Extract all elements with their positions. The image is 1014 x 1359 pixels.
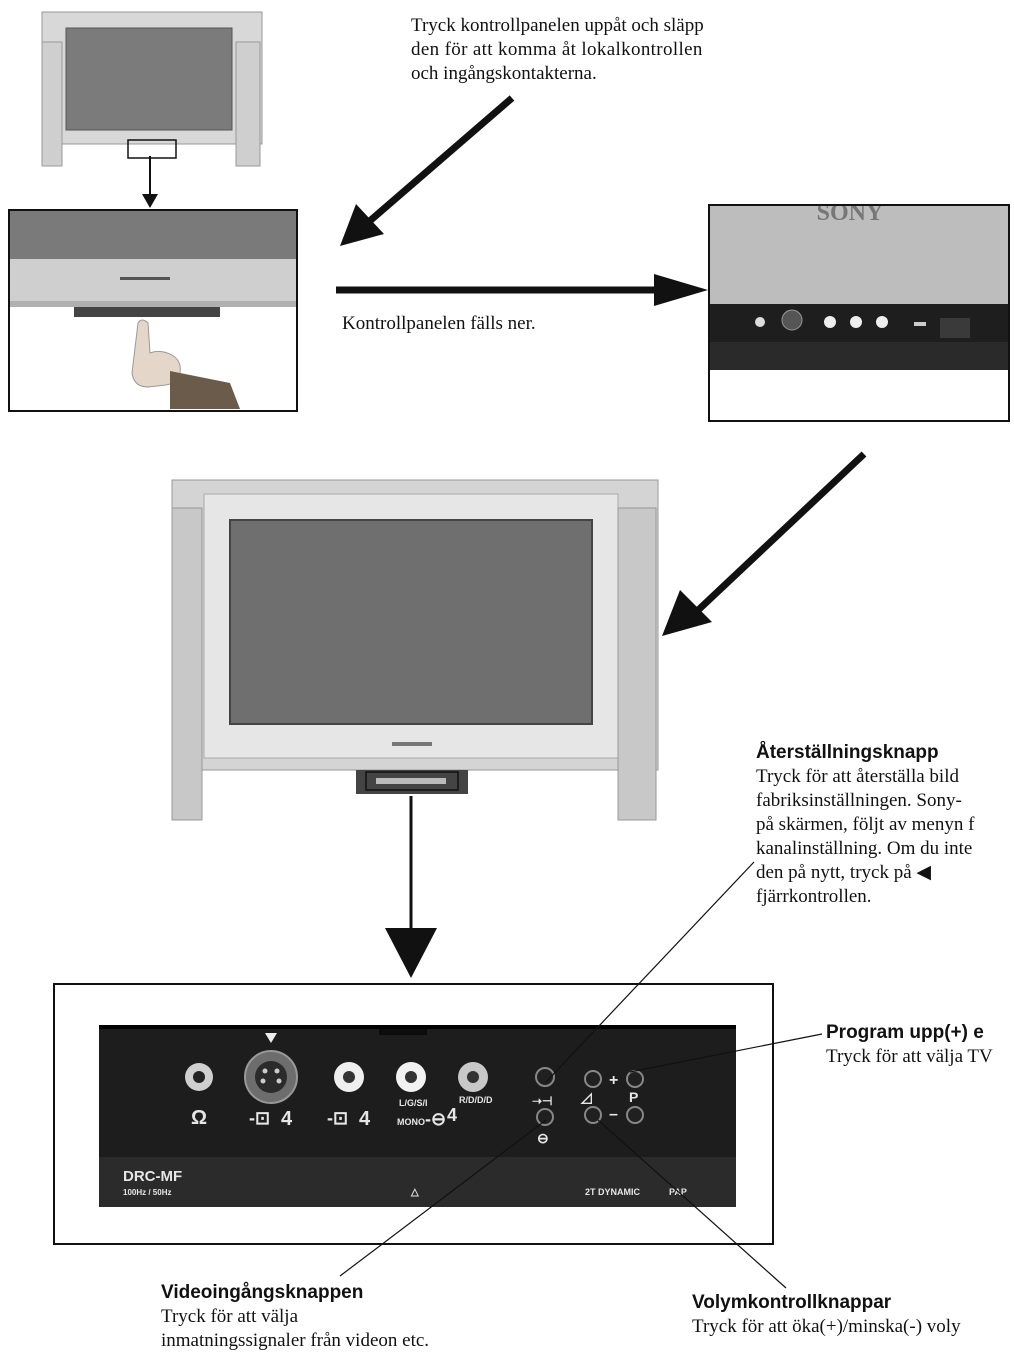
- audio-input-icon: -⊖: [425, 1109, 446, 1129]
- program-title: Program upp(+) e: [826, 1022, 984, 1043]
- volume-down-button[interactable]: [584, 1106, 602, 1124]
- reset-description: Återställningsknapp Tryck för att återst…: [756, 741, 1014, 909]
- program-label: P: [629, 1089, 638, 1105]
- diagonal-arrow-upper: [338, 94, 518, 250]
- reset-line-3: på skärmen, följt av menyn f: [756, 814, 975, 835]
- audio-left-label: L/G/S/I: [399, 1098, 428, 1108]
- center-mark-icon: △: [410, 1187, 419, 1198]
- reset-line-6: fjärrkontrollen.: [756, 886, 872, 907]
- top-instruction-line-1: Tryck kontrollpanelen uppåt och släpp: [411, 15, 704, 36]
- dynamic-label: 2T DYNAMIC: [585, 1187, 641, 1197]
- video-number: 4: [359, 1108, 371, 1130]
- program-up-button[interactable]: [626, 1070, 644, 1088]
- reset-line-5: den på nytt, tryck på ◀: [756, 862, 932, 883]
- video-input-icon: -⊡: [327, 1108, 348, 1128]
- program-text: Tryck för att välja TV: [826, 1046, 993, 1067]
- large-tv-illustration: [170, 478, 660, 822]
- program-down-button[interactable]: [626, 1106, 644, 1124]
- small-tv-illustration: [38, 8, 266, 168]
- top-instruction-line-2: den för att komma åt lokalkontrollen: [411, 39, 703, 60]
- input-select-button[interactable]: [536, 1108, 554, 1126]
- headphone-icon: Ω: [191, 1107, 207, 1129]
- down-arrow-small: [140, 156, 160, 210]
- plus-label: +: [609, 1072, 618, 1089]
- top-instruction: Tryck kontrollpanelen uppåt och släpp de…: [411, 14, 791, 86]
- down-arrow-large: [383, 796, 439, 980]
- control-panel: Ω -⊡ 4 -⊡ 4 L/G/S/I MONO -⊖ 4 R/D/D/D: [99, 1025, 736, 1207]
- reset-line-2: fabriksinställningen. Sony-: [756, 790, 962, 811]
- audio-right-label: R/D/D/D: [459, 1095, 493, 1105]
- reset-line-4: kanalinställning. Om du inte: [756, 838, 973, 859]
- program-description: Program upp(+) e Tryck för att välja TV: [826, 1021, 1014, 1069]
- volume-title: Volymkontrollknappar: [692, 1292, 892, 1313]
- video-title: Videoingångsknappen: [161, 1282, 364, 1303]
- volume-description: Volymkontrollknappar Tryck för att öka(+…: [692, 1291, 1014, 1339]
- video-input-description: Videoingångsknappen Tryck för att välja …: [161, 1281, 521, 1353]
- hand-press-photo: [8, 209, 298, 412]
- svideo-number: 4: [281, 1108, 293, 1130]
- audio-number: 4: [447, 1105, 457, 1125]
- top-instruction-line-3: och ingångskontakterna.: [411, 63, 597, 84]
- brand-logo: SONY: [817, 206, 884, 226]
- reset-icon: ➝⊣: [532, 1094, 553, 1108]
- video-line-1: Tryck för att välja: [161, 1306, 299, 1327]
- open-panel-photo: SONY: [708, 204, 1010, 422]
- model-label: DRC-MF: [123, 1168, 182, 1185]
- svideo-input-icon: -⊡: [249, 1108, 270, 1128]
- reset-button[interactable]: [535, 1067, 555, 1087]
- control-panel-frame: Ω -⊡ 4 -⊡ 4 L/G/S/I MONO -⊖ 4 R/D/D/D: [53, 983, 774, 1245]
- fold-caption: Kontrollpanelen fälls ner.: [342, 313, 536, 334]
- audio-mono-label: MONO: [397, 1117, 425, 1127]
- volume-icon: ◿: [580, 1089, 592, 1105]
- dynamic-tail-label: PAP: [669, 1187, 687, 1197]
- volume-text: Tryck för att öka(+)/minska(-) voly: [692, 1316, 961, 1337]
- volume-up-button[interactable]: [584, 1070, 602, 1088]
- input-select-icon: ⊖: [537, 1130, 549, 1146]
- horizontal-arrow: [336, 270, 710, 310]
- minus-label: –: [609, 1106, 618, 1123]
- model-sub-label: 100Hz / 50Hz: [123, 1188, 171, 1197]
- reset-line-1: Tryck för att återställa bild: [756, 766, 959, 787]
- video-line-2: inmatningssignaler från videon etc.: [161, 1330, 430, 1351]
- reset-title: Återställningsknapp: [756, 742, 939, 763]
- diagonal-arrow-lower: [660, 450, 870, 640]
